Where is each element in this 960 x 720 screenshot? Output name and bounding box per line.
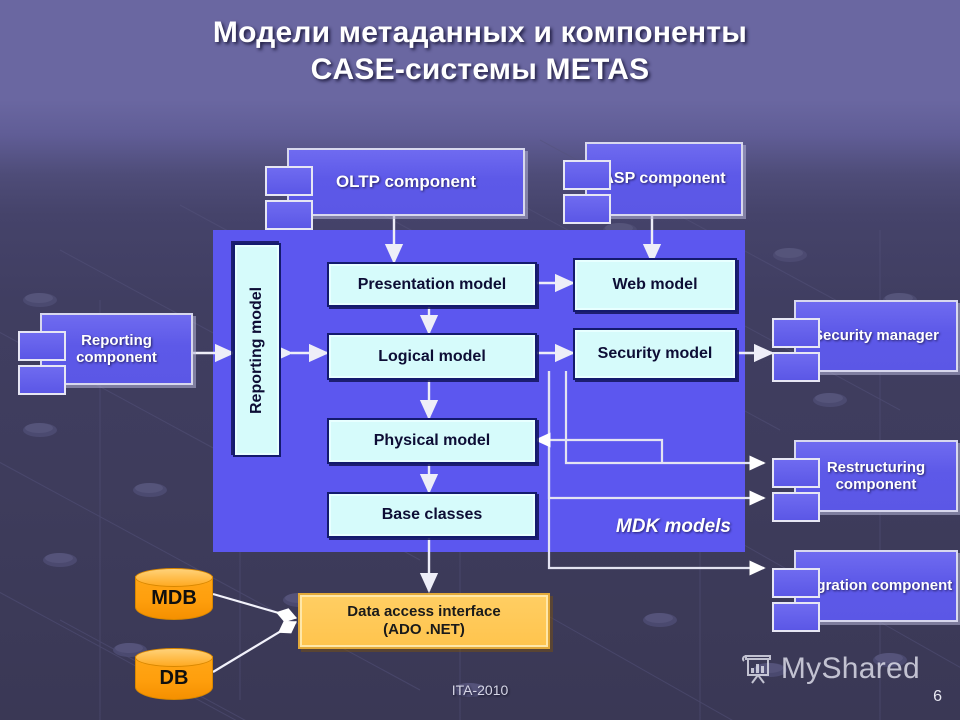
db-cylinder-label: DB <box>159 666 189 689</box>
oltp-component[interactable]: OLTP component <box>265 148 525 230</box>
component-port-top <box>18 331 66 361</box>
component-port-top <box>772 318 820 348</box>
reporting-model[interactable]: Reporting model <box>233 243 281 457</box>
security-model[interactable]: Security model <box>573 328 737 380</box>
component-port-bottom <box>772 352 820 382</box>
restructuring-component-label: Restructuring component <box>794 440 958 512</box>
component-port-bottom <box>772 602 820 632</box>
component-port-top <box>563 160 611 190</box>
component-port-top <box>772 458 820 488</box>
migration-component[interactable]: Migration component <box>772 550 958 632</box>
security-manager-label: Security manager <box>794 300 958 372</box>
mdk-models-label: MDK models <box>615 516 731 537</box>
myshared-watermark-text: MyShared <box>780 652 920 685</box>
restructuring-component[interactable]: Restructuring component <box>772 440 958 522</box>
component-port-bottom <box>563 194 611 224</box>
cylinder-top <box>135 568 213 587</box>
web-model[interactable]: Web model <box>573 258 737 312</box>
data-access-interface-line2: (ADO .NET) <box>383 621 465 638</box>
myshared-watermark: MyShared <box>739 652 920 686</box>
slide-title-line1: Модели метаданных и компоненты <box>212 16 748 49</box>
cylinder-top <box>135 648 213 667</box>
oltp-component-label: OLTP component <box>287 148 525 216</box>
presentation-board-icon <box>741 655 771 684</box>
slide-title: Модели метаданных и компоненты CASE-сист… <box>0 14 960 88</box>
asp-component-label: ASP component <box>585 142 743 216</box>
mdb-cylinder-label: MDB <box>151 586 197 609</box>
component-port-bottom <box>18 365 66 395</box>
slide-title-line2: CASE-системы METAS <box>310 53 650 86</box>
migration-component-label: Migration component <box>794 550 958 622</box>
component-port-bottom <box>772 492 820 522</box>
reporting-component[interactable]: Reporting component <box>18 313 193 395</box>
presentation-model[interactable]: Presentation model <box>327 262 537 307</box>
asp-component[interactable]: ASP component <box>563 142 743 224</box>
data-access-interface-box[interactable]: Data access interface (ADO .NET) <box>298 593 550 649</box>
security-manager[interactable]: Security manager <box>772 300 958 382</box>
base-classes[interactable]: Base classes <box>327 492 537 538</box>
physical-model[interactable]: Physical model <box>327 418 537 464</box>
component-port-bottom <box>265 200 313 230</box>
component-port-top <box>265 166 313 196</box>
slide-page-number: 6 <box>933 688 942 705</box>
db-cylinder[interactable]: DB <box>135 648 213 700</box>
component-port-top <box>772 568 820 598</box>
mdb-cylinder[interactable]: MDB <box>135 568 213 620</box>
slide-footer: ITA-2010 <box>451 682 509 698</box>
data-access-interface-line1: Data access interface <box>347 603 501 620</box>
logical-model[interactable]: Logical model <box>327 333 537 380</box>
